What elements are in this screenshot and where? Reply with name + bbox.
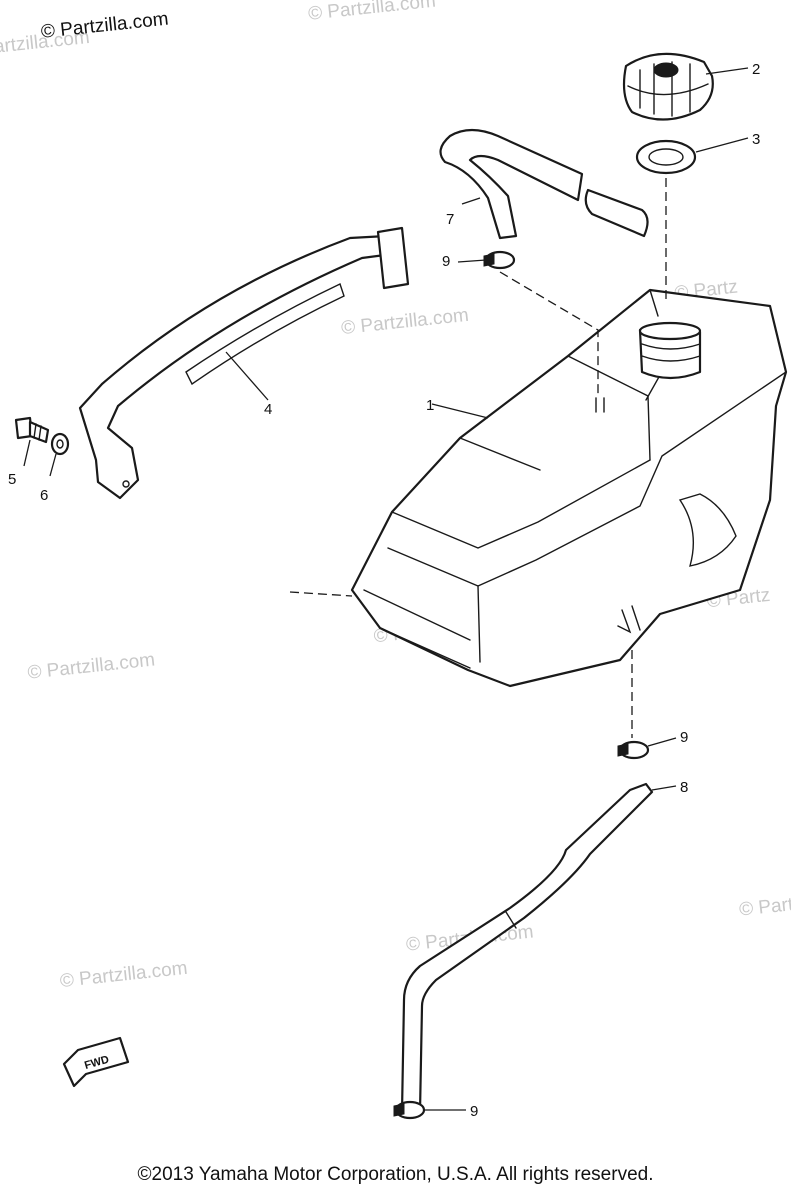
callout-6: 6 <box>40 487 48 504</box>
part-hose-clip <box>483 250 516 270</box>
callouts: 2 3 1 4 7 5 6 9 9 8 9 <box>8 61 760 1120</box>
callout-9: 9 <box>470 1103 478 1120</box>
part-bolt <box>14 416 50 444</box>
part-outlet-hose <box>400 782 654 1114</box>
part-breather-hose <box>439 128 649 240</box>
part-cap-gasket <box>635 139 697 175</box>
callout-9: 9 <box>680 729 688 746</box>
callout-8: 8 <box>680 779 688 796</box>
callout-4: 4 <box>264 401 272 418</box>
callout-1: 1 <box>426 397 434 414</box>
callout-9: 9 <box>442 253 450 270</box>
callout-2: 2 <box>752 61 760 78</box>
callout-5: 5 <box>8 471 16 488</box>
watermark: © Partzilla.com <box>307 0 437 25</box>
footer-copyright: ©2013 Yamaha Motor Corporation, U.S.A. A… <box>137 1164 654 1185</box>
part-washer <box>50 432 70 456</box>
part-tank-stay <box>78 226 410 500</box>
leader-lines <box>23 67 749 1111</box>
watermark: © Partzilla.com <box>340 305 470 339</box>
fwd-arrow-icon: FWD <box>62 1036 130 1088</box>
watermark: © Partz <box>738 893 791 921</box>
part-oil-tank <box>350 288 788 688</box>
part-hose-clip <box>393 1100 426 1120</box>
assembly-lines <box>289 178 667 738</box>
callout-3: 3 <box>752 131 760 148</box>
watermark: © Partzilla.com <box>27 649 157 683</box>
callout-7: 7 <box>446 211 454 228</box>
part-tank-cap <box>622 52 714 121</box>
watermark: © Partzilla.com <box>59 958 189 992</box>
part-hose-clip <box>617 740 650 760</box>
